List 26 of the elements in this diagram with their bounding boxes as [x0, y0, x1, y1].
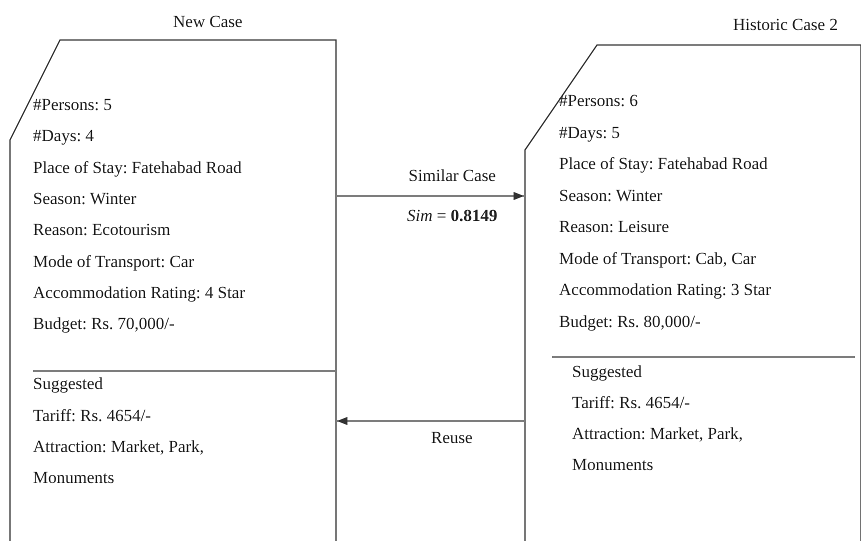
section-heading: Suggested: [572, 361, 643, 383]
attribute-text: Accommodation Rating: 4 Star: [33, 282, 245, 303]
attribute-text: Budget: Rs. 70,000/-: [33, 314, 175, 334]
arrow: [337, 416, 524, 426]
attribute-text: Tariff: Rs. 4654/-: [572, 392, 691, 414]
attribute-text: #Days: 4: [33, 126, 94, 146]
attribute-text: Season: Winter: [33, 188, 136, 209]
card-title: New Case: [173, 12, 242, 32]
attribute-text: Tariff: Rs. 4654/-: [33, 404, 152, 426]
arrow: [337, 192, 524, 200]
attribute-text: #Persons: 6: [559, 91, 638, 111]
attribute-text: Season: Winter: [559, 186, 662, 206]
attribute-text: Budget: Rs. 80,000/-: [559, 312, 701, 332]
attribute-text: Reason: Ecotourism: [33, 220, 170, 240]
attribute-text: Attraction: Market, Park, Monuments: [572, 423, 744, 476]
section-heading: Suggested: [33, 373, 104, 395]
attribute-text: Attraction: Market, Park, Monuments: [33, 436, 205, 489]
attribute-text: Accommodation Rating: 3 Star: [559, 280, 771, 300]
attribute-text: #Persons: 5: [33, 95, 112, 115]
attribute-text: Mode of Transport: Cab, Car: [559, 248, 756, 268]
attribute-text: Place of Stay: Fatehabad Road: [33, 158, 242, 178]
attribute-text: Place of Stay: Fatehabad Road: [559, 154, 768, 174]
attribute-text: Reason: Leisure: [559, 217, 669, 237]
attribute-text: #Days: 5: [559, 122, 620, 142]
card-title: Historic Case 2: [733, 15, 838, 35]
attribute-text: Mode of Transport: Car: [33, 252, 194, 272]
